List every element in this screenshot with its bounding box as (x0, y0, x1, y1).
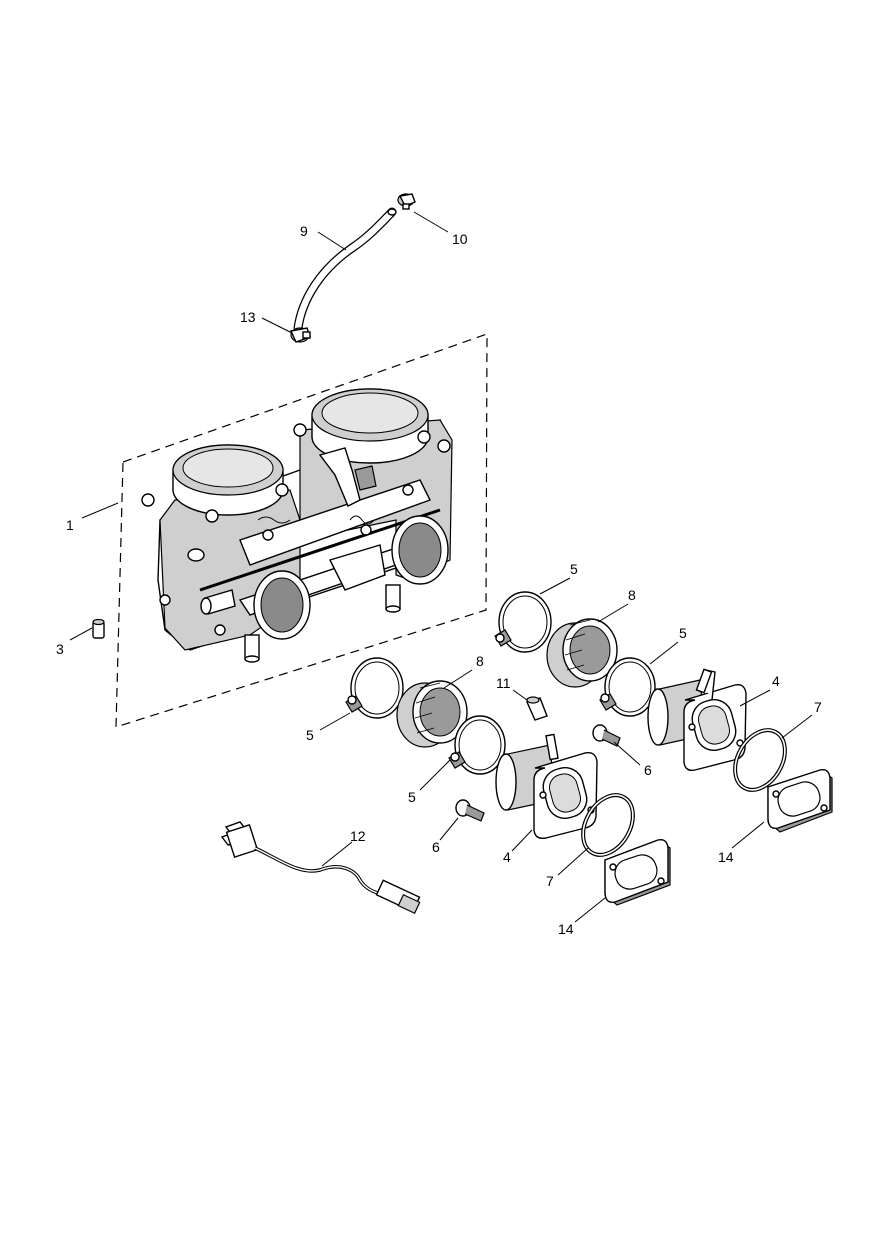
intake-adaptor-upper (647, 668, 747, 772)
hose-clamp-lower-a (345, 657, 404, 719)
insulator-lower (604, 839, 671, 906)
callout-labels: 1 3 9 10 13 5 8 5 4 7 8 11 5 6 5 6 4 12 … (56, 223, 822, 937)
screw-upper (592, 724, 621, 747)
callout-12: 12 (350, 828, 366, 844)
hose-clamp-upper-a (494, 591, 552, 653)
callout-3: 3 (56, 641, 64, 657)
vacuum-cap (526, 696, 548, 721)
carburettor-assembly (141, 388, 453, 663)
insulator-upper (767, 769, 833, 833)
hose-clamp-lower-b (448, 715, 506, 775)
callout-5-lower-left: 5 (306, 727, 314, 743)
rear-intake-bore (391, 515, 449, 585)
intake-adaptor-lower (495, 733, 598, 840)
callout-5-lower-right: 5 (408, 789, 416, 805)
callout-13: 13 (240, 309, 256, 325)
callout-4-lower: 4 (503, 849, 511, 865)
hose-clip-upper (397, 193, 416, 210)
hose-clip-lower (289, 327, 311, 343)
assembly-boundary (115, 333, 488, 728)
callout-4-upper: 4 (772, 673, 780, 689)
callout-10: 10 (452, 231, 468, 247)
callout-8-upper: 8 (628, 587, 636, 603)
callout-7-lower: 7 (546, 873, 554, 889)
callout-5-upper-left: 5 (570, 561, 578, 577)
callout-14-upper: 14 (718, 849, 734, 865)
screw-lower (455, 799, 485, 822)
intake-rubber-upper (546, 618, 618, 688)
intake-rubber-lower (396, 680, 468, 748)
hose-clamp-upper-b (599, 657, 656, 717)
callout-9: 9 (300, 223, 308, 239)
callout-5-upper-right: 5 (679, 625, 687, 641)
wiring-harness (220, 821, 421, 915)
o-ring-upper (733, 728, 787, 792)
fuel-hose (293, 207, 397, 333)
o-ring-lower (581, 793, 635, 857)
callout-7-upper: 7 (814, 699, 822, 715)
callout-6-lower: 6 (432, 839, 440, 855)
callout-14-lower: 14 (558, 921, 574, 937)
callout-11: 11 (496, 675, 511, 691)
callout-8-lower: 8 (476, 653, 484, 669)
callout-1: 1 (66, 517, 74, 533)
callout-6-upper: 6 (644, 762, 652, 778)
locating-pin (92, 618, 105, 639)
leader-lines (69, 211, 813, 923)
front-intake-bore (253, 570, 311, 640)
